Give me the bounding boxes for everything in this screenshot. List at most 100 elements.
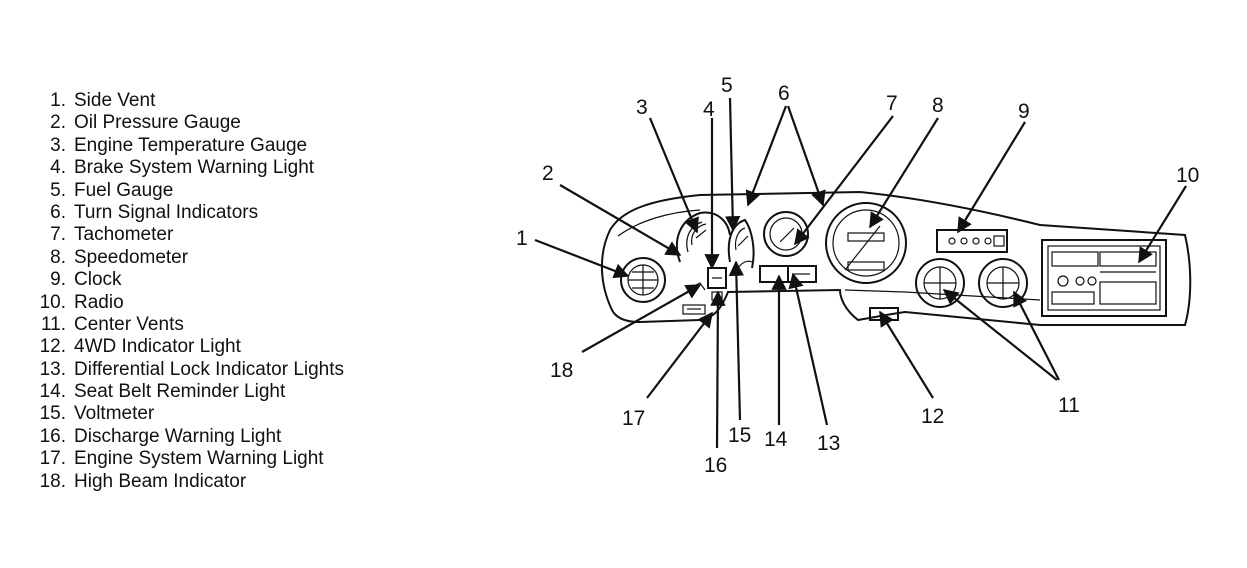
legend-label: Fuel Gauge [74,179,174,201]
center-vent-right [978,258,1028,308]
legend-label: Center Vents [74,313,184,335]
callout-number: 7 [886,92,898,115]
legend-number: 1. [50,90,66,111]
callout-number: 16 [704,454,727,477]
legend-item: 9. Clock [18,269,344,291]
legend-item: 12. 4WD Indicator Light [18,336,344,358]
clock [936,229,1008,253]
legend-item: 1.Side Vent [18,90,344,112]
legend-item: 15. Voltmeter [18,403,344,425]
side-vent [620,257,666,303]
callout-number: 3 [636,96,648,119]
leader-line-7 [794,115,894,246]
legend-number: 10. [39,291,66,313]
callout-number: 8 [932,94,944,117]
legend-number: 15. [39,403,66,425]
legend-number: 6. [50,201,66,223]
callout-number: 2 [542,162,554,185]
legend-number: 14. [39,381,66,403]
legend-item: 11. Center Vents [18,314,344,336]
legend-item: 13. Differential Lock Indicator Lights [18,359,344,381]
legend-item: 2. Oil Pressure Gauge [18,112,344,134]
legend-item: 17. Engine System Warning Light [18,448,344,470]
legend-label: Engine Temperature Gauge [74,134,308,156]
callout-number: 1 [516,227,528,250]
callout-number: 5 [721,74,733,97]
legend-label: Oil Pressure Gauge [74,112,241,134]
callout-number: 15 [728,424,751,447]
callout-number: 11 [1058,394,1080,417]
callout-number: 12 [921,405,944,428]
legend-number: 4. [50,157,66,179]
brake-warning-light [707,267,727,289]
oil-pressure-gauge [675,211,731,263]
leader-line-1 [534,238,630,279]
legend-number: 3. [50,134,66,156]
leader-line-11a [942,289,1058,381]
component-legend: 1.Side Vent 2. Oil Pressure Gauge 3. Engin… [18,90,344,493]
center-vent-left [915,258,965,308]
leader-line-5 [724,97,741,232]
leader-line-9 [957,121,1026,234]
leader-line-6b [786,105,826,207]
leader-line-12 [879,310,934,399]
speedometer [825,202,907,284]
legend-number: 9. [50,269,66,291]
leader-line-6a [745,105,788,207]
legend-item: 10.Radio [18,292,344,314]
legend-number: 17. [39,448,66,470]
legend-number: 2. [50,112,66,134]
legend-item: 18. High Beam Indicator [18,471,344,493]
callout-number: 14 [764,428,788,451]
legend-item: 3. Engine Temperature Gauge [18,135,344,157]
legend-item: 5. Fuel Gauge [18,180,344,202]
legend-number: 13. [39,358,66,380]
legend-number: 8. [50,246,66,268]
legend-number: 18. [39,470,66,492]
leader-line-17 [646,311,713,399]
leader-line-15 [728,260,745,421]
legend-label: Brake System Warning Light [74,157,315,179]
leader-line-8 [869,117,939,229]
fuel-gauge [727,218,755,269]
legend-item: 8. Speedometer [18,247,344,269]
legend-item: 6. Turn Signal Indicators [18,202,344,224]
radio [1041,239,1167,317]
legend-label: Differential Lock Indicator Lights [74,358,345,380]
leader-line-16 [710,290,726,449]
callout-number: 13 [817,432,840,455]
leader-line-2 [559,184,682,256]
callout-number: 6 [778,82,790,105]
legend-label: 4WD Indicator Light [74,336,241,358]
legend-item: 16. Discharge Warning Light [18,426,344,448]
legend-label: Tachometer [74,224,174,246]
legend-label: Clock [74,269,122,291]
callout-numbers: 1 2 3 4 5 6 7 8 9 10 11 12 13 14 15 16 1… [516,74,1199,477]
callout-number: 9 [1018,100,1030,123]
engine-system-warning-light [682,304,706,315]
legend-item: 7. Tachometer [18,224,344,246]
leader-line-11b [1013,290,1060,381]
legend-number: 12. [39,336,66,358]
leader-line-10 [1138,185,1187,264]
legend-number: 16. [39,425,66,447]
legend-label: Engine System Warning Light [74,448,324,470]
legend-label: Seat Belt Reminder Light [74,381,286,403]
leader-line-18 [581,284,702,353]
legend-label: Discharge Warning Light [74,425,282,447]
legend-label: Speedometer [74,246,189,268]
legend-label: High Beam Indicator [74,470,247,492]
legend-item: 4. Brake System Warning Light [18,157,344,179]
callout-number: 18 [550,359,573,382]
callout-number: 4 [703,98,715,121]
leader-line-13 [788,272,829,426]
legend-label: Turn Signal Indicators [74,201,259,223]
legend-label: Voltmeter [74,403,155,425]
leader-line-3 [648,117,699,234]
legend-item: 14. Seat Belt Reminder Light [18,381,344,403]
legend-number: 11. [40,313,66,335]
legend-number: 7. [50,224,66,246]
legend-number: 5. [50,179,66,201]
callout-number: 10 [1176,164,1199,187]
